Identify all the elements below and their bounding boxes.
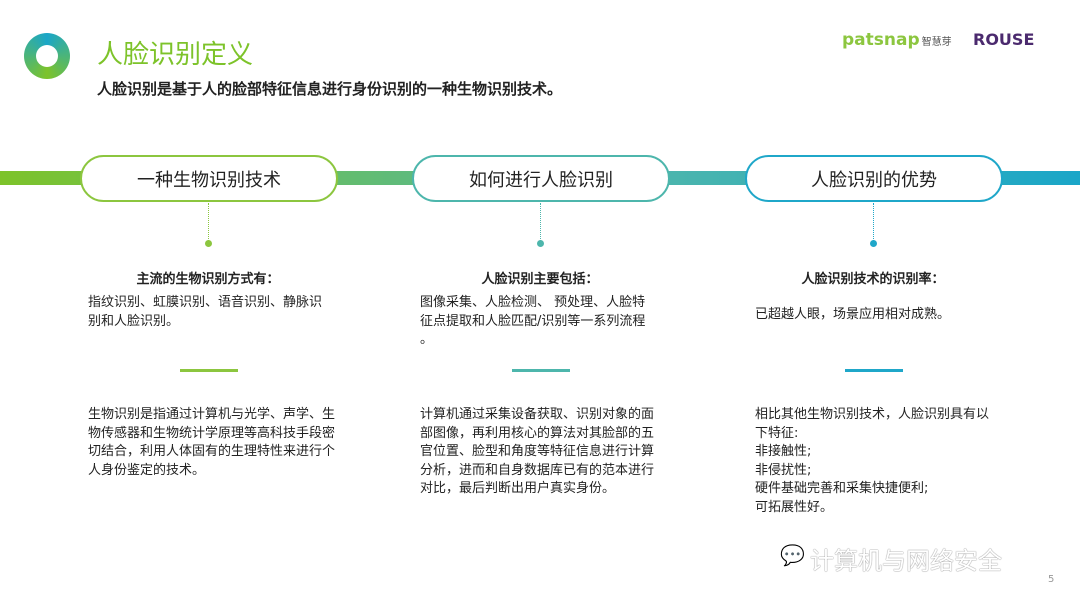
column-intro: 指纹识别、虹膜识别、语音识别、静脉识别和人脸识别。 [88,295,323,329]
column-intro: 图像采集、人脸检测、 预处理、人脸特征点提取和人脸匹配/识别等一系列流程 。 [420,295,646,347]
column-heading: 人脸识别主要包括： [481,272,599,287]
connector [208,203,209,243]
connector-dot [537,240,544,247]
divider [512,369,570,372]
column-body: 相比其他生物识别技术，人脸识别具有以下特征: 非接触性; 非侵扰性; 硬件基础完… [755,407,990,515]
pill-advantage: 人脸识别的优势 [745,155,1003,202]
logo-ring-icon [24,33,70,79]
pill-how: 如何进行人脸识别 [412,155,670,202]
column-body: 计算机通过采集设备获取、识别对象的面部图像，再利用核心的算法对其脸部的五官位置、… [420,407,655,496]
connector-dot [870,240,877,247]
rouse-logo: ROUSE [973,30,1035,49]
column-body: 生物识别是指通过计算机与光学、声学、生物传感器和生物统计学原理等高科技手段密切结… [88,407,336,478]
watermark: 计算机与网络安全 [810,547,1002,575]
divider [180,369,238,372]
column-heading: 人脸识别技术的识别率： [801,272,945,287]
page-number: 5 [1048,574,1055,585]
column-heading: 主流的生物识别方式有： [136,272,280,287]
column-intro: 已超越人眼，场景应用相对成熟。 [755,307,951,322]
page-subtitle: 人脸识别是基于人的脸部特征信息进行身份识别的一种生物识别技术。 [97,80,563,98]
connector [540,203,541,243]
connector-dot [205,240,212,247]
page-title: 人脸识别定义 [97,40,254,70]
pill-biometric: 一种生物识别技术 [80,155,338,202]
connector [873,203,874,243]
divider [845,369,903,372]
wechat-icon: 💬 [780,543,805,567]
